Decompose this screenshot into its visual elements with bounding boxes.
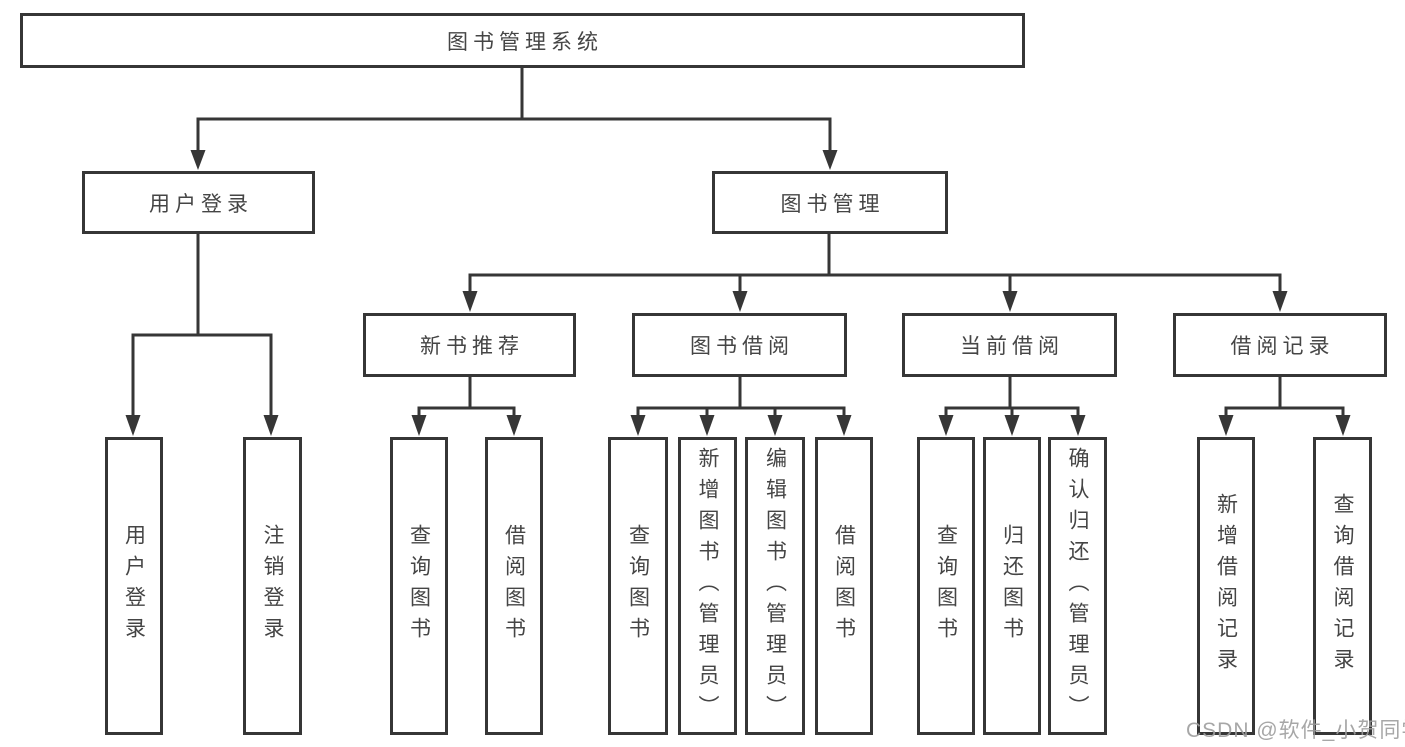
node-add-books-admin: 新增图书（管理员） [678,437,737,735]
node-new-book-recommendation: 新书推荐 [363,313,576,377]
node-library-management-system: 图书管理系统 [20,13,1025,68]
node-query-books-current: 查询图书 [917,437,975,735]
csdn-watermark: CSDN @软件_小贺同学 [1186,719,1405,742]
node-query-books-borrow: 查询图书 [608,437,668,735]
node-add-borrow-record: 新增借阅记录 [1197,437,1255,735]
node-borrowing-records: 借阅记录 [1173,313,1387,377]
node-logout: 注销登录 [243,437,302,735]
node-user-login: 用户登录 [105,437,163,735]
node-confirm-return-admin: 确认归还（管理员） [1048,437,1107,735]
node-borrow-books-recommend: 借阅图书 [485,437,543,735]
node-return-books: 归还图书 [983,437,1041,735]
node-edit-books-admin: 编辑图书（管理员） [745,437,805,735]
node-book-borrowing: 图书借阅 [632,313,847,377]
node-current-borrowing: 当前借阅 [902,313,1117,377]
node-query-borrow-record: 查询借阅记录 [1313,437,1372,735]
node-borrow-books: 借阅图书 [815,437,873,735]
node-book-management: 图书管理 [712,171,948,234]
node-user-login-branch: 用户登录 [82,171,315,234]
node-query-books-recommend: 查询图书 [390,437,448,735]
